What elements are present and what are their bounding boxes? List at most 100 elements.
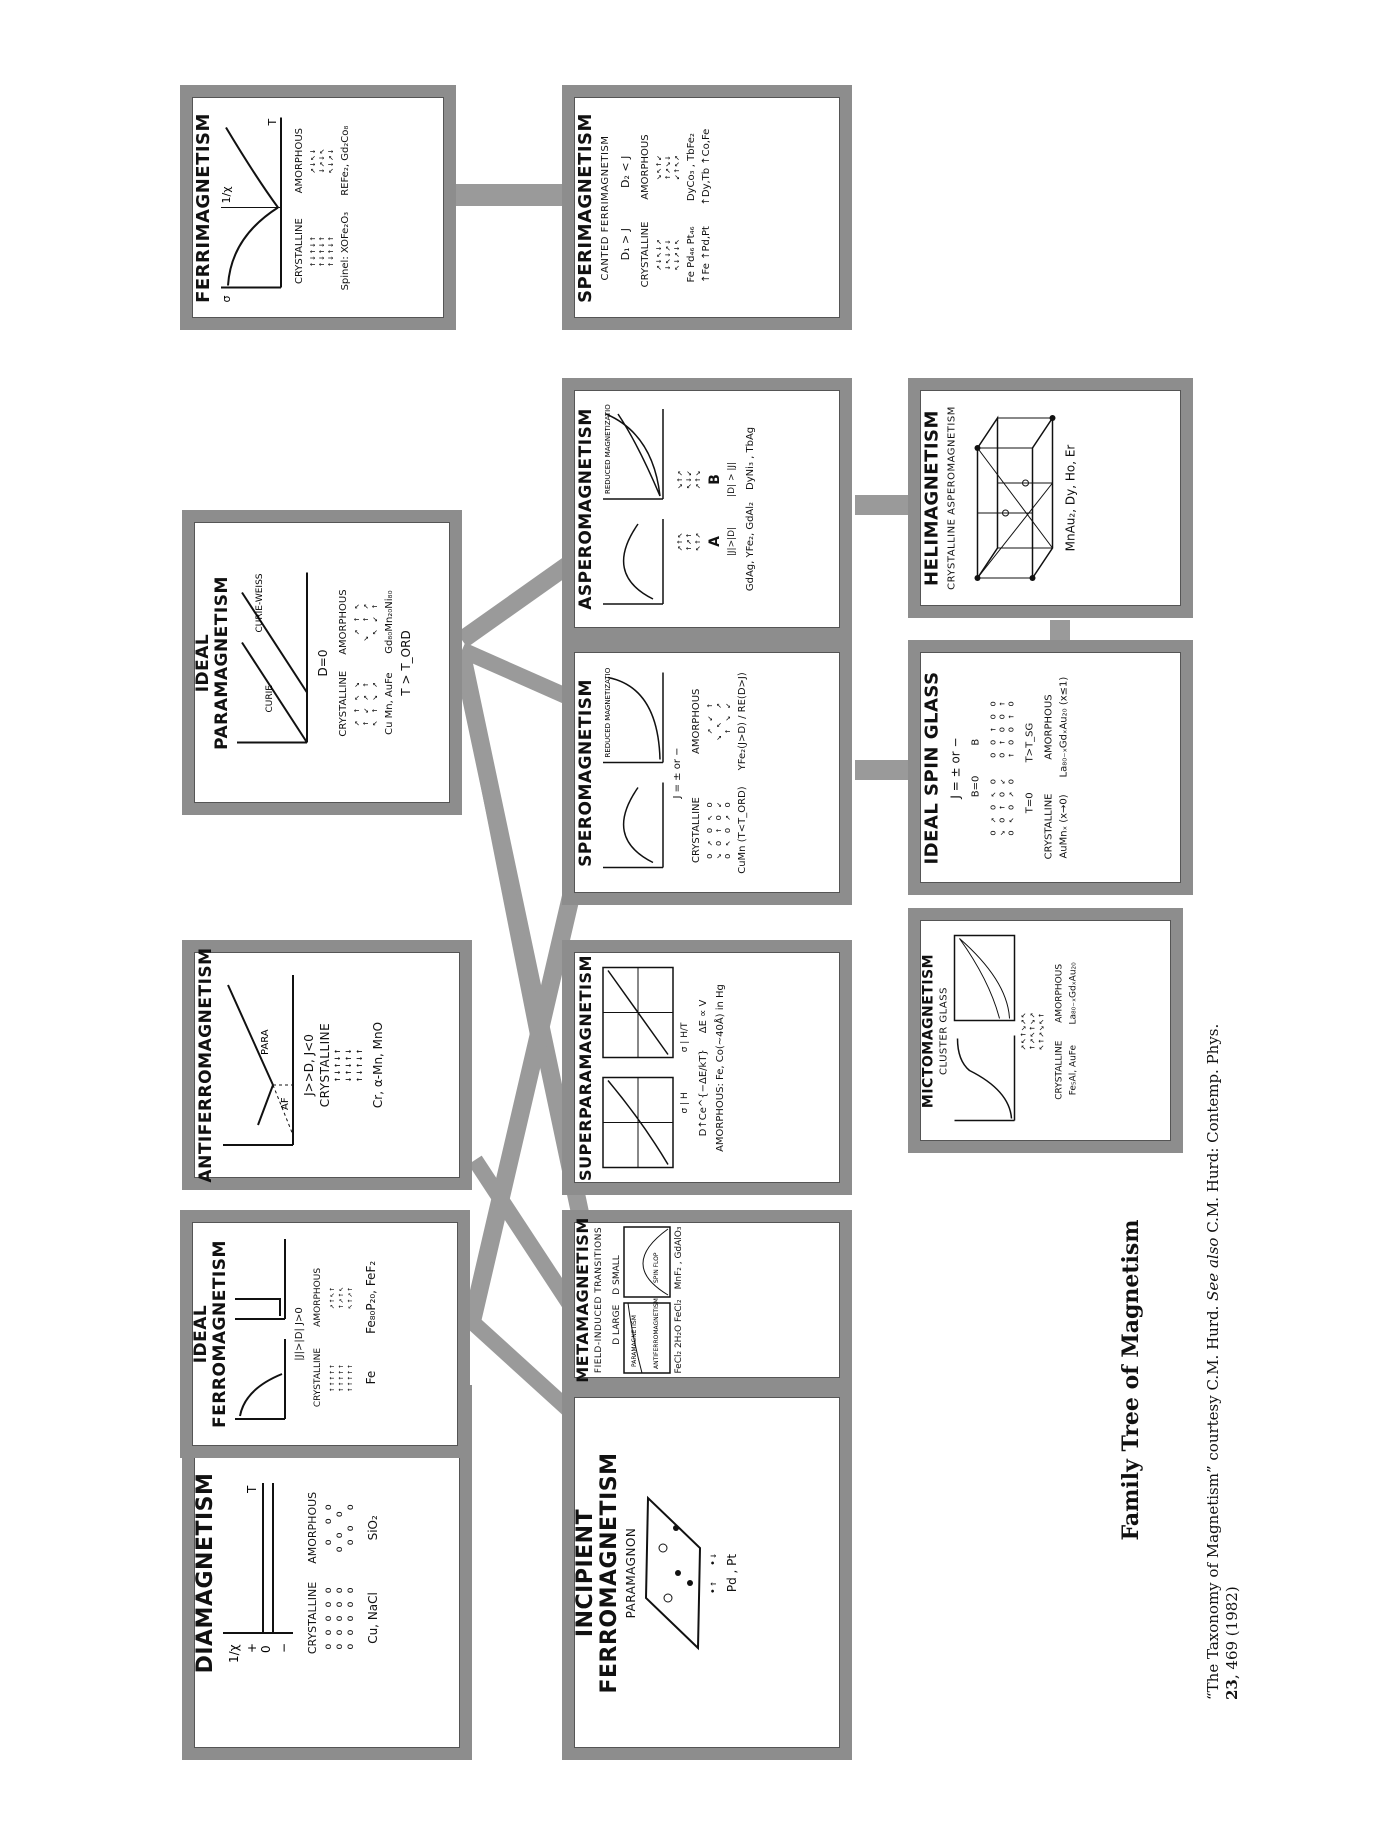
ferri-ex-left: Spinel: XOFe₂O₃ <box>340 211 351 290</box>
incipient-pattern: •↑ •↓ <box>708 1551 719 1594</box>
sg-col-right: AMORPHOUS La₈₀₋ₓGdₓAu₂₀ (x≤1) <box>1043 676 1069 777</box>
panel-speromagnetism: SPEROMAGNETISM REDUCED MAGNETIZATION J =… <box>562 640 852 905</box>
metamagnetism-phase-diagram: ANTIFERROMAGNETISM PARAMAGNETISM SPIN FL… <box>623 1226 671 1374</box>
ferri-axis-y: σ <box>220 296 233 303</box>
diamagnetism-plus: + <box>245 1642 259 1652</box>
metamagnetism-region-afm: ANTIFERROMAGNETISM <box>653 1298 660 1369</box>
spero-ex-right: YFe₂(J>D) / RE(D>J) <box>737 671 748 770</box>
ferri-plot: σ 1/χ T <box>220 117 282 303</box>
panel-title-line-2: FERROMAGNETISM <box>210 1240 230 1428</box>
panel-ideal-ferromagnetism: IDEAL FERROMAGNETISM |J|>|D| J>0 CRYSTAL… <box>180 1210 470 1458</box>
panel-spin-glass-content: IDEAL SPIN GLASS J = ± or − B=0 B o ↗ o … <box>920 652 1181 883</box>
sg-field-labels: B=0 B <box>970 738 981 796</box>
sg-label-t0: T=0 <box>1024 791 1035 813</box>
diamagnetism-zero: 0 <box>259 1645 273 1653</box>
panel-ferri-content: FERRIMAGNETISM σ 1/χ T CRYSTALLINE ↑↓↑↓↑… <box>192 97 444 318</box>
panel-ideal-spin-glass: IDEAL SPIN GLASS J = ± or − B=0 B o ↗ o … <box>908 640 1193 895</box>
superpara-formula-1: D↑Cе^{−ΔE/kT} <box>698 1048 709 1136</box>
panel-title: DIAMAGNETISM <box>193 1472 218 1673</box>
panel-title: FERRIMAGNETISM <box>193 112 214 303</box>
ferri-axis-y2: 1/χ <box>220 186 233 204</box>
heli-example: MnAu₂, Dy, Ho, Er <box>1063 444 1077 552</box>
ideal-para-ex-left: Cu Mn, AuFe <box>384 672 395 735</box>
aspero-axis: REDUCED MAGNETIZATION <box>604 404 612 494</box>
ideal-para-plot: CURIE CURIE-WEISS <box>237 572 308 744</box>
link-para-spero <box>458 642 579 708</box>
speri-col-right-label: AMORPHOUS <box>640 133 651 200</box>
ideal-para-col-right-label: AMORPHOUS <box>338 588 349 655</box>
sg-label-b0: B=0 <box>970 775 981 797</box>
panel-ideal-ferro-content: IDEAL FERROMAGNETISM |J|>|D| J>0 CRYSTAL… <box>191 1223 458 1445</box>
panel-title: ASPEROMAGNETISM <box>576 408 596 610</box>
panel-diamagnetism-content: DIAMAGNETISM 1/χ T + 0 − CRYSTALLINE o o… <box>193 1398 460 1748</box>
spero-plots: REDUCED MAGNETIZATION <box>603 668 664 869</box>
speri-col-right: AMORPHOUS ↘↖↑↙ ↑↗↘↓ ↙↑↖↗ DyCo₃ , TbFe₂ ↑… <box>640 128 712 205</box>
aspero-col-left: ↗↑↖ ↑↗↑ ↖↑↗ A |J|>|D| <box>675 527 737 556</box>
link-ferro-meta <box>464 1314 586 1426</box>
diamagnetism-ex-right: SiO₂ <box>366 1514 380 1540</box>
panel-title: SPERIMAGNETISM <box>575 112 596 303</box>
ferri-col-left-label: CRYSTALLINE <box>294 217 305 284</box>
sg-patterns: o ↗ o ↖ o ↘ o ↑ o ↙ o ↖ o ↗ o o o ↑ o o … <box>988 700 1016 836</box>
sg-col-left: CRYSTALLINE AuMnₓ (x→0) <box>1043 793 1069 859</box>
metamagnetism-col-right: D SMALL <box>612 1255 622 1295</box>
ideal-ferro-condition: |J|>|D| J>0 <box>294 1307 305 1361</box>
ideal-ferro-col-left: CRYSTALLINE ↑↑↑↑↑ ↑↑↑↑↑ ↑↑↑↑↑ Fe <box>313 1348 378 1407</box>
diamagnetism-axis-x: T <box>245 1485 259 1494</box>
caption-title: Family Tree of Magnetism <box>1118 1219 1144 1541</box>
speri-conditions: D₁ > J D₂ < J <box>619 155 632 260</box>
sg-ex-right: La₈₀₋ₓGdₓAu₂₀ (x≤1) <box>1058 676 1069 777</box>
metamagnetism-subtitle: FIELD-INDUCED TRANSITIONS <box>594 1226 604 1374</box>
metamagnetism-columns: D LARGE D SMALL <box>612 1255 622 1345</box>
link-para-superpara <box>455 653 547 1052</box>
superpara-plot-2-label: σ | H/T <box>680 1022 690 1052</box>
metamagnetism-col-left: D LARGE <box>612 1304 622 1345</box>
superpara-plot-labels: σ | H σ | H/T <box>680 1022 690 1113</box>
spero-condition: J = ± or − <box>672 746 683 799</box>
ferri-col-right-label: AMORPHOUS <box>294 127 305 193</box>
panel-title: IDEAL SPIN GLASS <box>921 670 942 865</box>
ferri-col-left: CRYSTALLINE ↑↓↑↓↑ ↑↓↑↓↑ ↑↓↑↓↑ Spinel: XO… <box>294 211 351 290</box>
panel-aspero-content: ASPEROMAGNETISM REDUCED MAGNETIZATION ↗↑… <box>574 390 840 628</box>
aspero-col-right: ↘↑↗ ↖↓↙ ↗↑↘ B |D| > |J| <box>675 462 737 497</box>
panel-sperimagnetism: SPERIMAGNETISM CANTED FERRIMAGNETISM D₁ … <box>562 85 852 330</box>
ideal-para-label-curie-weiss: CURIE-WEISS <box>255 573 265 632</box>
link-para-aspero <box>456 552 581 648</box>
diamagnetism-crystal-pattern: o o o o o o o o o o o o o o o <box>323 1585 356 1650</box>
ideal-para-col-left: CRYSTALLINE ↗ ↑ ↖ ↘ ↑ ↙ ↗ ↑ ↖ ↑ ↘ ↗ Cu M… <box>338 670 395 736</box>
antiferro-label-af: AF <box>280 1097 291 1110</box>
caption-credit-1: “The Taxonomy of Magnetism” courtesy C.M… <box>1204 1300 1222 1700</box>
spero-col-left: CRYSTALLINE o ↗ o ↖ o ↘ o ↑ o ↙ o ↖ o ↗ … <box>691 786 748 873</box>
micto-plots <box>953 934 1015 1122</box>
speri-amorphous-pattern: ↘↖↑↙ ↑↗↘↓ ↙↑↖↗ <box>654 153 682 180</box>
sg-pattern-left: o ↗ o ↖ o ↘ o ↑ o ↙ o ↖ o ↗ o <box>988 777 1016 836</box>
antiferro-col: CRYSTALLINE <box>318 1022 332 1108</box>
diamagnetism-ex-left: Cu, NaCl <box>366 1591 380 1644</box>
ideal-ferro-ex-left: Fe <box>364 1370 378 1385</box>
incipient-example: Pd , Pt <box>725 1553 739 1592</box>
ideal-para-condition: D=0 <box>316 649 330 676</box>
ideal-para-col-right: AMORPHOUS ↗ ↑ ↖ ↘ ↑ ↗ ↖ ↙ ↑ Gd₈₀Mn₂₀Ni₈₀ <box>338 589 395 654</box>
panel-incipient-ferromagnetism: INCIPIENT FERROMAGNETISM PARAMAGNON •↑ •… <box>562 1385 852 1760</box>
antiferro-condition: J>>D, J<0 <box>302 1034 316 1096</box>
speri-col-left: CRYSTALLINE ↗↓↖↓↗ ↓↖↓↗↓ ↖↓↗↓↖ Fe Pd₄₆ Pt… <box>640 221 712 287</box>
antiferro-example: Cr, α-Mn, MnO <box>371 1021 385 1109</box>
heli-lattice-diagram <box>974 415 1055 581</box>
spero-col-right: AMORPHOUS ↗ ↙ ↑ ↘ ↖ ↗ ↑ ↘ ↙ YFe₂(J>D) / … <box>691 672 748 770</box>
heli-subtitle: CRYSTALLINE ASPEROMAGNETISM <box>946 406 957 590</box>
panel-title: SUPERPARAMAGNETISM <box>576 954 595 1181</box>
diamagnetism-plot: 1/χ T + 0 − <box>223 1482 293 1663</box>
antiferro-pattern: ↑↓↑↓↑ ↓↑↓↑↓ ↑↓↑↓↑ <box>332 1047 365 1083</box>
spero-axis: REDUCED MAGNETIZATION <box>604 668 612 758</box>
ideal-ferro-ex-right: Fe₈₀P₂₀, FeF₂ <box>364 1260 378 1334</box>
panel-asperomagnetism: ASPEROMAGNETISM REDUCED MAGNETIZATION ↗↑… <box>562 378 852 640</box>
panel-ideal-paramagnetism: IDEAL PARAMAGNETISM CURIE CURIE-WEISS D=… <box>182 510 462 815</box>
panel-incipient-content: INCIPIENT FERROMAGNETISM PARAMAGNON •↑ •… <box>573 1398 840 1748</box>
aspero-col-left-label: A <box>707 536 723 547</box>
panel-spero-content: SPEROMAGNETISM REDUCED MAGNETIZATION J =… <box>574 652 840 893</box>
panel-title: MICTOMAGNETISM <box>920 953 936 1108</box>
panel-heli-content: HELIMAGNETISM CRYSTALLINE ASPEROMAGNETIS… <box>920 390 1181 606</box>
metamagnetism-ex-left: FeCl₂ 2H₂O FeCl₂ <box>674 1299 684 1374</box>
aspero-col-right-label: B <box>707 474 723 485</box>
panel-title: METAMAGNETISM <box>573 1217 592 1383</box>
